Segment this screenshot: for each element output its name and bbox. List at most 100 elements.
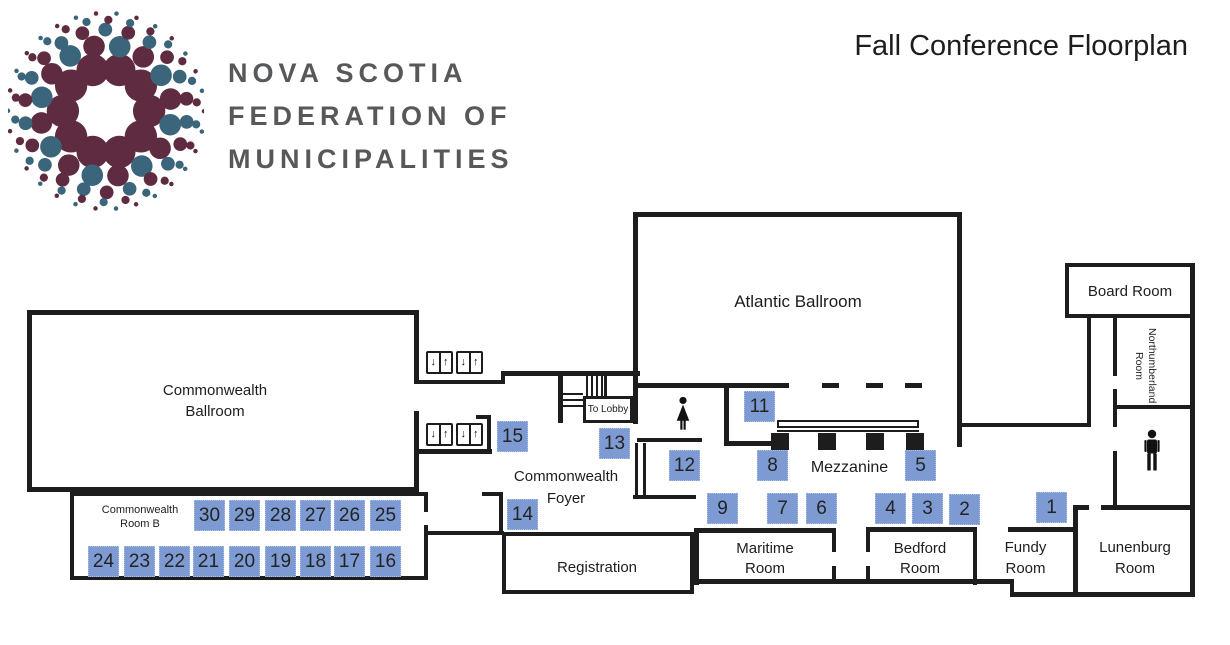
logo-dot — [122, 181, 137, 196]
wall-segment — [832, 528, 836, 552]
logo-dot — [54, 120, 88, 153]
elevator-down-arrow: ↓ — [458, 425, 471, 444]
wall-segment — [633, 495, 696, 499]
logo-dot — [99, 185, 114, 200]
logo-dot — [7, 88, 13, 93]
logo-dot — [37, 181, 43, 186]
logo-dot — [76, 182, 91, 197]
logo-dot — [5, 108, 11, 114]
logo-dot — [149, 137, 171, 160]
logo-dot — [169, 36, 175, 41]
booth-22: 22 — [159, 546, 190, 577]
wall-segment — [866, 383, 883, 388]
wall-segment — [1073, 592, 1195, 597]
page-title: Fall Conference Floorplan — [854, 30, 1188, 62]
booth-7: 7 — [767, 493, 798, 524]
woman-washroom-icon — [674, 396, 692, 436]
wall-segment — [591, 376, 593, 397]
logo-dot — [28, 53, 37, 62]
wall-segment — [866, 527, 870, 552]
wall-segment — [1113, 405, 1192, 409]
wall-segment — [1010, 579, 1014, 597]
logo-dot — [104, 15, 113, 24]
wall-segment — [1073, 505, 1078, 597]
wall-segment — [1101, 505, 1192, 510]
logo-dot — [93, 206, 98, 211]
logo-dot — [73, 201, 78, 207]
booth-6: 6 — [806, 493, 837, 524]
booth-2: 2 — [949, 494, 980, 525]
logo-dot — [187, 76, 197, 86]
booth-4: 4 — [875, 493, 906, 524]
logo-dot — [132, 94, 166, 128]
commonwealth-ballroom-label: Commonwealth Ballroom — [162, 382, 268, 420]
registration-label: Registration — [556, 559, 638, 576]
logo-dot — [99, 198, 108, 207]
booth-19: 19 — [265, 546, 296, 577]
registration-outline — [502, 532, 694, 594]
logo-dot — [199, 129, 205, 134]
logo-dot — [114, 11, 119, 16]
wall-segment — [771, 433, 789, 450]
org-name-line: NOVA SCOTIA — [228, 58, 468, 88]
mezzanine-railing — [777, 420, 919, 428]
logo-dot — [30, 112, 53, 134]
booth-9: 9 — [707, 493, 738, 524]
booth-27: 27 — [300, 500, 331, 531]
wall-segment — [905, 383, 922, 388]
elevator-icon: ↓↑ — [426, 351, 453, 374]
logo-dot — [160, 176, 169, 185]
wall-segment — [973, 527, 977, 585]
logo-dot — [59, 45, 82, 67]
logo-dot — [54, 23, 60, 29]
logo-dot — [57, 154, 80, 176]
logo-dot — [38, 157, 52, 172]
wall-segment — [482, 492, 503, 496]
logo-dot — [55, 172, 70, 187]
elevator-up-arrow: ↑ — [473, 356, 479, 368]
logo-dot — [75, 26, 90, 41]
wall-segment — [487, 415, 491, 454]
booth-29: 29 — [229, 500, 260, 531]
logo-dot — [25, 156, 34, 165]
wall-segment — [962, 423, 1091, 427]
logo-dot — [201, 108, 207, 114]
wall-segment — [637, 438, 702, 442]
booth-20: 20 — [229, 546, 260, 577]
nsfm-dots-logo — [5, 8, 207, 214]
logo-dot — [40, 135, 62, 158]
logo-dot — [76, 53, 109, 87]
booth-3: 3 — [912, 493, 943, 524]
logo-dot — [93, 11, 99, 16]
logo-dot — [11, 115, 20, 124]
booth-12: 12 — [669, 450, 700, 481]
wall-segment — [633, 212, 962, 217]
bedford-room-label: Bedford Room — [893, 540, 947, 577]
logo-dot — [7, 128, 13, 134]
booth-18: 18 — [300, 546, 331, 577]
wall-segment — [1113, 409, 1117, 427]
elevator-icon: ↓↑ — [456, 423, 483, 446]
logo-dot — [15, 136, 25, 146]
logo-dot — [81, 164, 104, 186]
atlantic-ballroom-label: Atlantic Ballroom — [734, 292, 862, 311]
logo-dot — [17, 72, 26, 81]
logo-dot — [121, 195, 130, 205]
booth-26: 26 — [334, 500, 365, 531]
wall-segment — [724, 441, 774, 446]
logo-dot — [152, 23, 158, 29]
door-opening — [412, 384, 422, 411]
wall-segment — [1113, 389, 1117, 407]
wall-segment — [476, 415, 491, 419]
logo-dot — [24, 71, 39, 85]
wall-segment — [562, 399, 583, 401]
wall-segment — [694, 528, 836, 533]
to-lobby-label: To Lobby — [587, 404, 629, 415]
booth-16: 16 — [370, 546, 401, 577]
wall-segment — [724, 388, 729, 445]
org-name-line: MUNICIPALITIES — [228, 144, 514, 174]
logo-dot — [108, 36, 131, 58]
booth-15: 15 — [497, 421, 528, 452]
logo-dot — [107, 164, 129, 187]
logo-dot — [142, 188, 151, 197]
